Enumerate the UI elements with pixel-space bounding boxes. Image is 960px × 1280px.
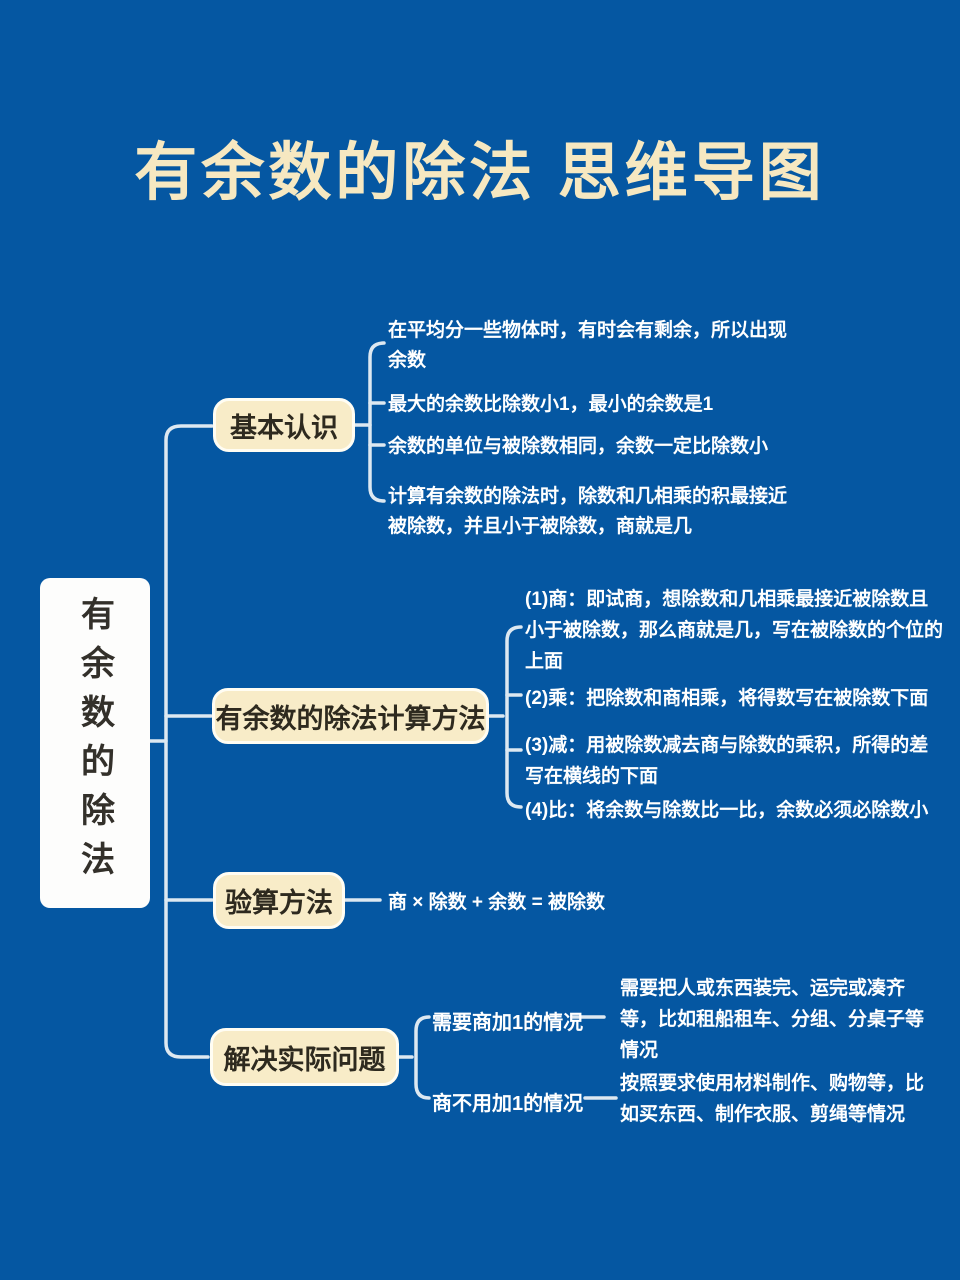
leaf-method-2: (2)乘：把除数和商相乘，将得数写在被除数下面: [525, 688, 929, 709]
branch1-bracket-spine: [368, 341, 386, 503]
leaf-method-4: (4)比：将余数与除数比一比，余数必须必除数小: [525, 800, 929, 821]
root-node: 有余数的除法: [40, 578, 150, 908]
subbranch-label-quotient-no-plus-one: 商不用加1的情况: [432, 1093, 584, 1115]
leaf-basic-2: 最大的余数比除数小1，最小的余数是1: [388, 394, 714, 415]
leaf-verification-formula: 商 × 除数 + 余数 = 被除数: [388, 892, 605, 913]
page-title: 有余数的除法 思维导图: [134, 138, 826, 208]
branch-node-calculation-method: 有余数的除法计算方法: [212, 688, 489, 744]
subbranch-desc-quotient-no-plus-one: 按照要求使用材料制作、购物等，比如买东西、制作衣服、剪绳等情况: [620, 1073, 925, 1125]
leaf-basic-3: 余数的单位与被除数相同，余数一定比除数小: [388, 436, 769, 457]
leaf-basic-4: 计算有余数的除法时，除数和几相乘的积最接近被除数，并且小于被除数，商就是几: [388, 486, 788, 537]
leaf-method-3: (3)减：用被除数减去商与除数的乘积，所得的差写在横线的下面: [525, 735, 929, 787]
branch4-bracket-spine: [414, 1015, 431, 1100]
trunk-spine: [164, 424, 214, 1059]
leaf-method-1: (1)商：即试商，想除数和几相乘最接近被除数且小于被除数，那么商就是几，写在被除…: [525, 589, 944, 672]
branch-node-practical-problems: 解决实际问题: [210, 1028, 399, 1086]
branch-node-verification-method: 验算方法: [213, 872, 345, 929]
leaf-basic-1: 在平均分一些物体时，有时会有剩余，所以出现余数: [388, 320, 788, 371]
subbranch-label-quotient-plus-one: 需要商加1的情况: [432, 1012, 584, 1034]
branch2-bracket-spine: [505, 625, 523, 809]
branch-node-basic-knowledge: 基本认识: [213, 398, 355, 452]
subbranch-desc-quotient-plus-one: 需要把人或东西装完、运完或凑齐等，比如租船租车、分组、分桌子等情况: [620, 978, 925, 1061]
